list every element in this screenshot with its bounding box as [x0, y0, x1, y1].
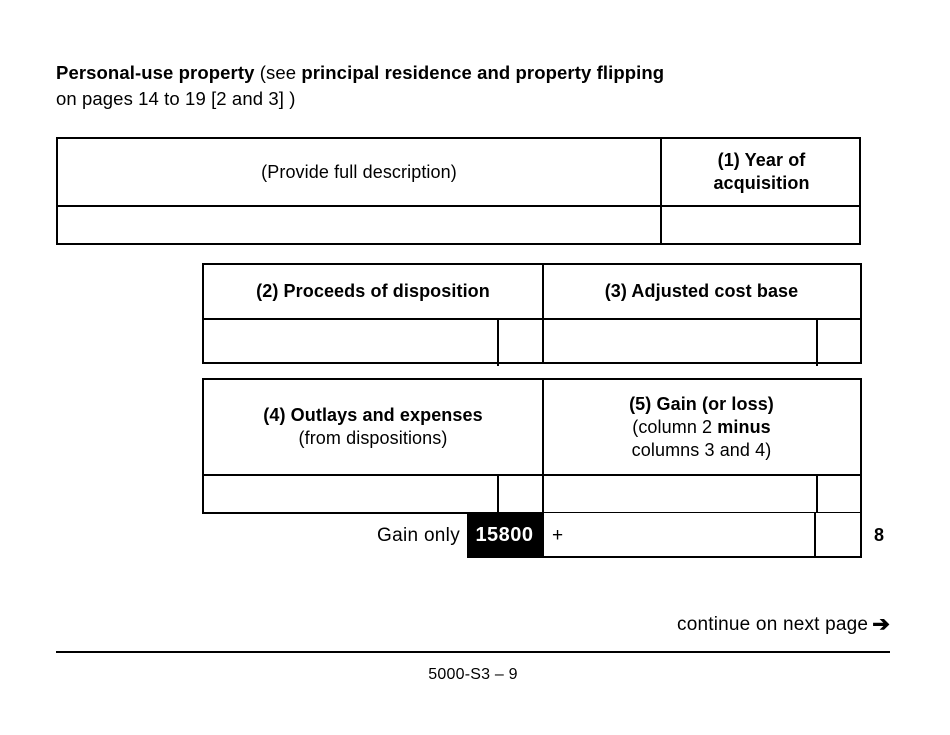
- gain-only-highlighted-text: 15800: [475, 524, 534, 546]
- table1-column-divider: [660, 139, 662, 243]
- line-number-8: 8: [874, 513, 884, 558]
- acb-amount-cell[interactable]: [544, 320, 816, 366]
- gain-amount-cell[interactable]: [544, 476, 816, 514]
- right-arrow-icon: ➔: [872, 613, 890, 636]
- table1-row-divider: [58, 205, 859, 207]
- gain-sub-text-a: (column 2: [632, 416, 718, 437]
- gain-only-amount-cell[interactable]: [544, 513, 812, 554]
- acb-cents-cell[interactable]: [818, 320, 859, 366]
- acb-header-label: (3) Adjusted cost base: [604, 281, 799, 301]
- gain-only-label: Gain only: [270, 513, 460, 558]
- outlays-amount-cell[interactable]: [204, 476, 497, 514]
- outlays-and-gain-table: (4) Outlays and expenses (from dispositi…: [202, 378, 862, 514]
- heading-bold-lead: Personal-use property: [56, 62, 255, 83]
- table2-row-divider: [204, 318, 860, 320]
- heading-paren-open: (see: [254, 62, 302, 83]
- gain-sub-text-minus: minus: [717, 416, 771, 437]
- gain-only-cents-cell[interactable]: [816, 513, 859, 554]
- line-number-8-text: 8: [874, 525, 885, 545]
- gain-only-plus-sign: +: [552, 513, 563, 558]
- table2-col3-cents-divider: [816, 318, 818, 366]
- table3-col4-cents-divider: [497, 474, 499, 514]
- proceeds-and-acb-table: (2) Proceeds of disposition (3) Adjusted…: [202, 263, 862, 366]
- gain-only-label-text: Gain only: [377, 524, 460, 546]
- heading-line-two: on pages 14 to 19 [2 and 3] ): [56, 88, 296, 109]
- form-code-text: 5000-S3 – 9: [428, 666, 518, 683]
- proceeds-amount-cell[interactable]: [204, 320, 497, 366]
- footer-divider: [56, 651, 890, 653]
- proceeds-header-label: (2) Proceeds of disposition: [256, 281, 490, 301]
- gain-row-cents-divider: [814, 513, 816, 556]
- gain-or-loss-header-cell: (5) Gain (or loss) (column 2 minus colum…: [544, 380, 859, 474]
- table2-col2-cents-divider: [497, 318, 499, 366]
- gain-cents-cell[interactable]: [818, 476, 859, 514]
- heading-bold-reference: principal residence and property flippin…: [301, 62, 665, 83]
- table3-row-divider: [204, 474, 860, 476]
- gain-subheader-line1: (column 2 minus: [632, 416, 771, 439]
- outlays-header-label: (4) Outlays and expenses: [263, 405, 483, 425]
- proceeds-of-disposition-header-cell: (2) Proceeds of disposition: [204, 265, 542, 318]
- outlays-and-expenses-header-cell: (4) Outlays and expenses (from dispositi…: [204, 380, 542, 474]
- year-header-line1: (1) Year of: [717, 150, 806, 170]
- section-heading: Personal-use property (see principal res…: [56, 60, 906, 112]
- year-input-cell[interactable]: [662, 207, 861, 245]
- gain-row-column-divider: [542, 513, 544, 556]
- description-header-label: (Provide full description): [261, 161, 457, 182]
- description-header-cell: (Provide full description): [58, 139, 660, 205]
- continue-next-page-note: continue on next page➔: [400, 612, 890, 637]
- year-header-line2: acquisition: [713, 173, 810, 193]
- gain-header-label: (5) Gain (or loss): [629, 393, 774, 414]
- form-code: 5000-S3 – 9: [56, 666, 890, 684]
- outlays-subheader-label: (from dispositions): [298, 428, 448, 448]
- year-of-acquisition-header-cell: (1) Year of acquisition: [662, 139, 861, 205]
- gain-subheader-line2: columns 3 and 4): [631, 439, 772, 460]
- continue-text: continue on next page: [677, 614, 869, 635]
- table2-column-divider: [542, 265, 544, 362]
- outlays-cents-cell[interactable]: [499, 476, 542, 514]
- table3-col5-cents-divider: [816, 474, 818, 514]
- gain-only-highlighted-value[interactable]: 15800: [467, 513, 542, 558]
- description-input-cell[interactable]: [58, 207, 660, 245]
- property-description-table: (Provide full description) (1) Year of a…: [56, 137, 861, 245]
- adjusted-cost-base-header-cell: (3) Adjusted cost base: [544, 265, 859, 318]
- proceeds-cents-cell[interactable]: [499, 320, 542, 366]
- plus-sign-text: +: [552, 524, 564, 546]
- table3-column-divider: [542, 380, 544, 512]
